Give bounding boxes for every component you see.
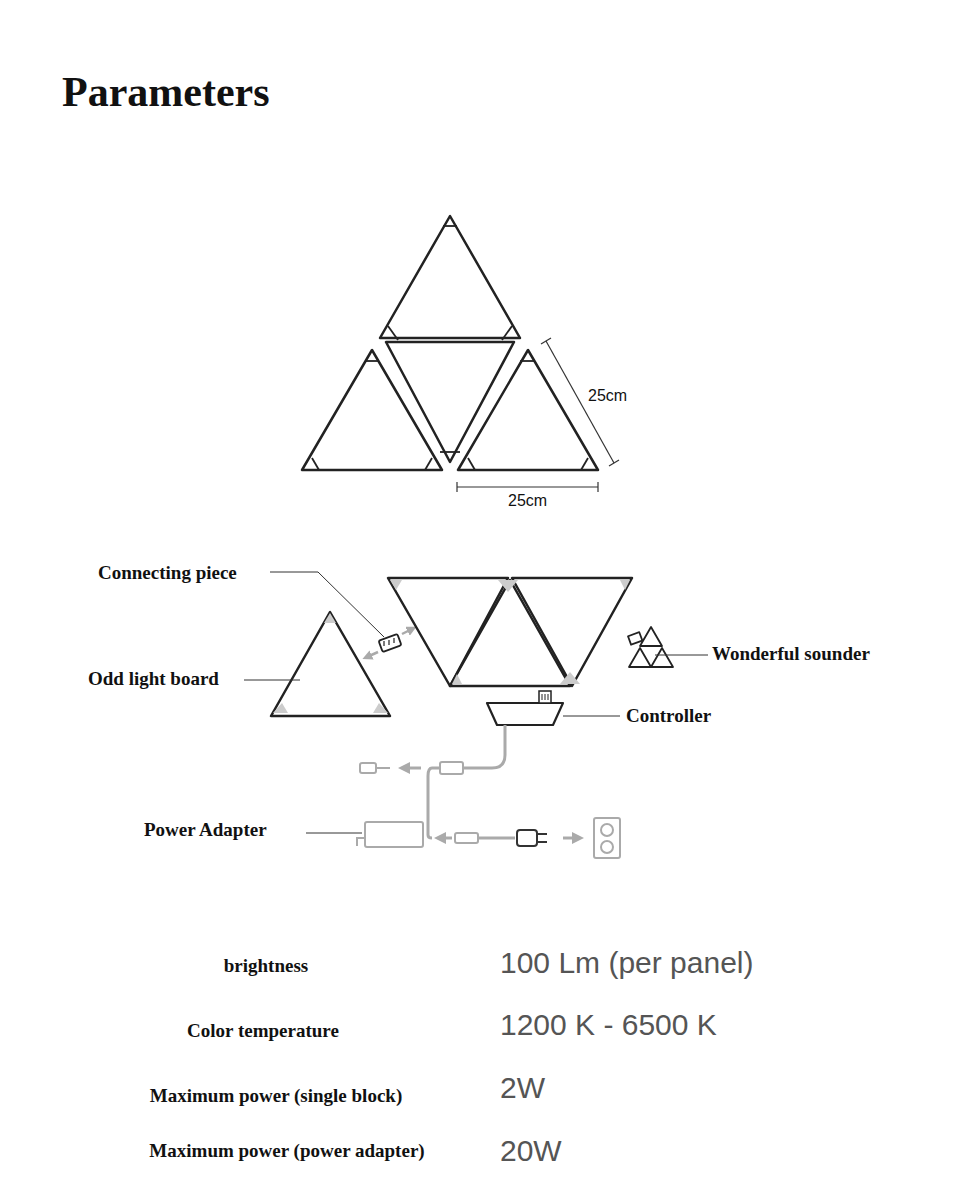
- power-cable: [463, 725, 505, 768]
- table-cell: brightness: [224, 955, 308, 977]
- dimension-line: [609, 460, 619, 466]
- controller: [487, 691, 563, 725]
- panel-assembly: [458, 350, 598, 470]
- panel-corner: [498, 580, 518, 592]
- sounder: [651, 648, 673, 667]
- leader-line: [655, 655, 708, 656]
- part-label: Controller: [624, 705, 713, 727]
- panel-assembly: [302, 216, 598, 470]
- connector-plug: [440, 762, 463, 774]
- panel-assembly: [440, 451, 460, 453]
- part-label: Power Adapter: [142, 819, 269, 841]
- panel-assembly: [581, 458, 588, 470]
- part-label: Wonderful sounder: [710, 643, 872, 665]
- connecting-piece: [384, 638, 394, 646]
- table-cell: 2W: [500, 1071, 545, 1105]
- dimension-line: [456, 482, 457, 492]
- panel-group: [388, 578, 508, 686]
- panel-assembly: [386, 342, 514, 462]
- power-adapter: [365, 822, 423, 847]
- panel-corner: [390, 580, 630, 684]
- table-cell: 20W: [500, 1134, 562, 1168]
- connector-plug: [376, 767, 390, 769]
- mains-plug: [517, 830, 537, 846]
- dimension-label: 25cm: [586, 387, 629, 405]
- dimension-line: [597, 482, 598, 492]
- dimension-label: 25cm: [506, 492, 549, 510]
- table-cell: Color temperature: [187, 1020, 339, 1042]
- power-cable: [404, 725, 578, 838]
- odd-light-board: [324, 613, 336, 623]
- power-cable: [404, 767, 421, 770]
- wall-outlet: [594, 818, 620, 858]
- connecting-piece: [367, 629, 412, 657]
- controller: [487, 703, 563, 725]
- panel-assembly: [502, 326, 512, 340]
- table-cell: Maximum power (single block): [150, 1085, 402, 1107]
- panel-corner: [452, 674, 462, 684]
- leader-line: [244, 572, 708, 833]
- power-cable: [440, 837, 452, 840]
- leader-line: [563, 716, 620, 717]
- panel-group: [512, 578, 632, 686]
- panel-assembly: [388, 326, 398, 340]
- mains-plug: [537, 834, 547, 842]
- table-cell: 1200 K - 6500 K: [500, 1008, 717, 1042]
- power-cable: [428, 768, 440, 838]
- wall-outlet: [594, 818, 620, 858]
- panel-corner: [620, 580, 630, 590]
- wall-outlet: [601, 841, 613, 853]
- leader-line: [244, 680, 300, 681]
- dimension-line: [457, 338, 619, 492]
- power-adapter: [357, 822, 423, 847]
- panel-group: [388, 578, 632, 686]
- panel-assembly: [520, 360, 534, 362]
- power-cable: [478, 837, 515, 840]
- wall-outlet: [601, 824, 613, 836]
- part-label: Odd light board: [86, 668, 221, 690]
- table-cell: 100 Lm (per panel): [500, 946, 753, 980]
- panel-group: [450, 580, 570, 686]
- odd-light-board: [373, 703, 388, 713]
- page-title: Parameters: [62, 68, 270, 116]
- sounder: [629, 648, 651, 667]
- panel-assembly: [380, 216, 520, 338]
- connector-plug: [455, 833, 478, 843]
- odd-light-board: [271, 612, 390, 716]
- connector-plug: [360, 763, 376, 773]
- panel-corner: [560, 672, 580, 684]
- panel-assembly: [365, 360, 378, 362]
- controller: [539, 691, 551, 703]
- panel-corner: [390, 580, 402, 590]
- panel-assembly: [425, 458, 432, 470]
- panel-assembly: [312, 226, 588, 470]
- panel-assembly: [312, 458, 319, 470]
- dimension-line: [541, 338, 551, 344]
- power-cable: [563, 837, 578, 840]
- panel-assembly: [443, 225, 457, 227]
- leader-line: [270, 572, 384, 637]
- part-label: Connecting piece: [96, 562, 239, 584]
- sounder: [628, 627, 673, 667]
- mains-plug: [517, 830, 547, 846]
- sounder: [628, 632, 642, 645]
- connecting-piece: [402, 629, 412, 634]
- panel-assembly: [468, 458, 475, 470]
- leader-line: [306, 833, 362, 834]
- controller: [542, 694, 548, 700]
- table-cell: Maximum power (power adapter): [149, 1140, 424, 1162]
- odd-light-board: [271, 612, 390, 716]
- dimension-line: [457, 486, 598, 487]
- sounder: [640, 627, 662, 646]
- power-adapter: [357, 838, 365, 846]
- connecting-piece: [379, 634, 402, 652]
- odd-light-board: [273, 703, 288, 713]
- connecting-piece: [367, 652, 378, 657]
